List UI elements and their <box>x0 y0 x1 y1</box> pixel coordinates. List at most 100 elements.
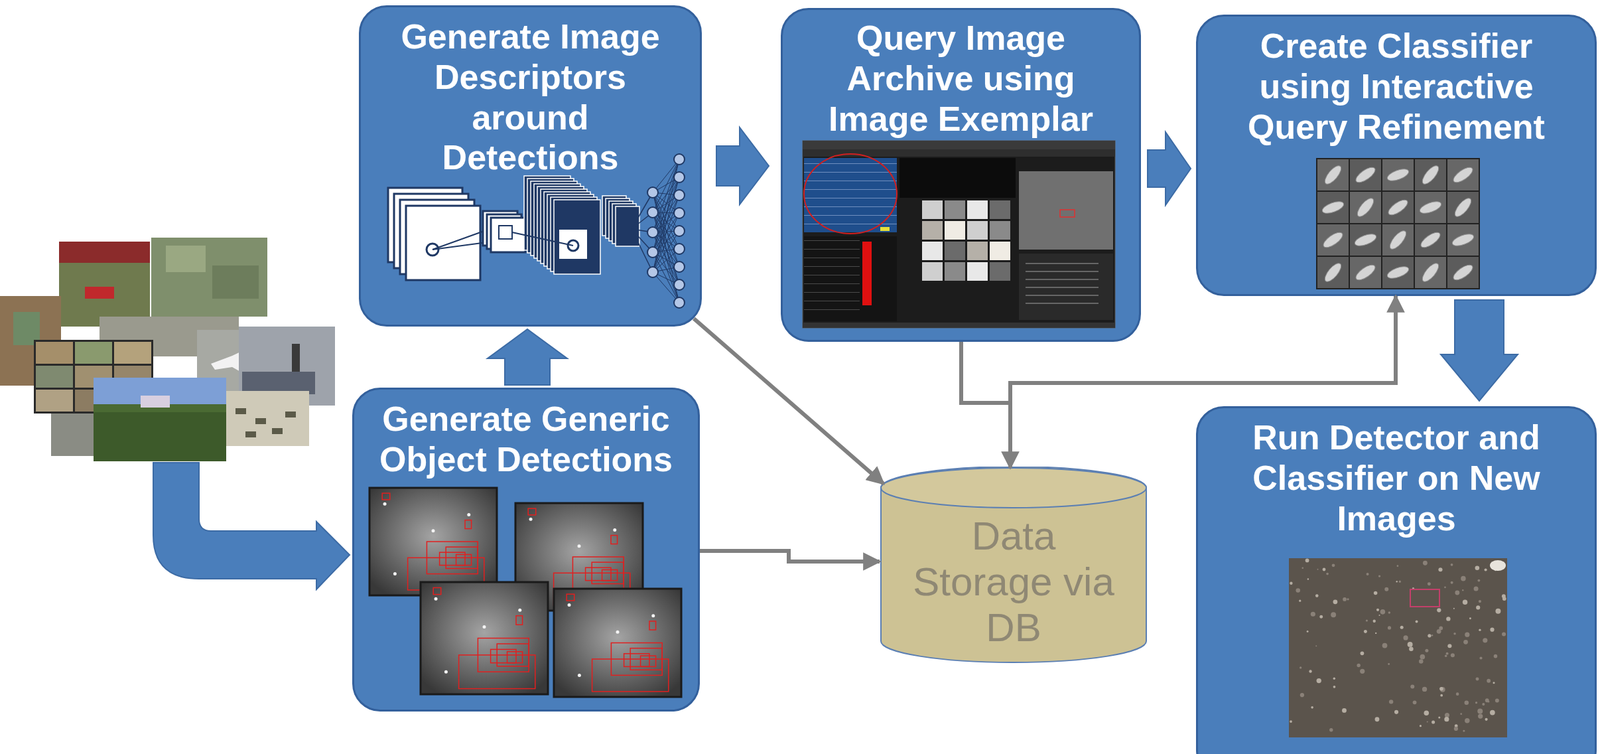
photo-tile <box>151 237 268 317</box>
pebble <box>1399 580 1401 583</box>
detection-box <box>610 535 618 544</box>
pebble <box>1463 639 1468 645</box>
feature-map <box>553 199 601 274</box>
pebble <box>1330 611 1336 617</box>
status-bar <box>802 322 1116 328</box>
pebble <box>1356 663 1360 667</box>
photo-detail <box>35 341 73 364</box>
detection-box <box>459 654 536 689</box>
pebble <box>1440 693 1443 697</box>
feature-map <box>405 205 481 280</box>
pebble <box>1462 729 1465 732</box>
result-thumbnail <box>922 262 943 281</box>
pebble <box>1446 652 1449 655</box>
photo-tile <box>59 241 150 327</box>
pebble <box>1389 699 1394 704</box>
table-row <box>803 189 897 190</box>
pebble <box>1396 580 1398 582</box>
flow-arrow <box>1147 132 1191 205</box>
photo-detail <box>242 371 316 395</box>
pebble <box>1366 572 1370 576</box>
menu-bar <box>802 140 1116 150</box>
pebble <box>1298 599 1301 602</box>
seafloor-frame <box>420 581 548 694</box>
pebble <box>1316 677 1322 683</box>
table-row <box>803 214 897 216</box>
fish-thumbnail <box>1349 191 1382 223</box>
pebble <box>1315 593 1319 598</box>
fish-shape <box>1451 164 1476 186</box>
fish-thumbnail <box>1414 191 1447 223</box>
neuron <box>647 246 659 258</box>
pebble <box>1454 590 1460 596</box>
neuron <box>647 206 659 218</box>
fish-thumbnail <box>1317 224 1349 256</box>
pebble <box>1464 632 1470 637</box>
pebble <box>1464 717 1470 723</box>
input-flow-arrow <box>153 462 350 590</box>
panel <box>899 157 1016 198</box>
pebble <box>1388 610 1392 614</box>
photo-detail <box>59 241 150 263</box>
fish-shape <box>1322 163 1344 187</box>
bright-spot <box>518 608 522 612</box>
pebble <box>1492 681 1495 684</box>
fish-shape <box>1418 229 1443 251</box>
fish-shape <box>1353 262 1378 283</box>
fish-thumbnail <box>1349 159 1382 191</box>
photo-detail <box>74 341 113 364</box>
seabed-image <box>1288 557 1508 737</box>
result-thumbnail <box>944 241 966 261</box>
process-label: Run Detector and Classifier on New Image… <box>1240 417 1553 538</box>
result-thumbnail <box>944 220 966 240</box>
fish-thumbnail <box>1382 224 1414 256</box>
pebble <box>1427 633 1431 637</box>
bright-spot <box>567 602 572 607</box>
pebble <box>1431 719 1435 724</box>
data-link <box>961 341 1011 468</box>
table-row <box>803 274 860 276</box>
bright-spot <box>651 613 655 617</box>
neuron <box>673 243 685 255</box>
pebble <box>1306 630 1309 633</box>
pebble <box>1484 567 1488 571</box>
info-line <box>1025 262 1099 265</box>
pebble <box>1378 574 1381 577</box>
fish-thumbnail <box>1382 191 1414 223</box>
fish-shape <box>1385 166 1411 184</box>
bright-spot <box>577 673 582 677</box>
flow-arrow <box>487 329 568 385</box>
pebble <box>1375 632 1377 634</box>
bright-spot <box>434 597 438 601</box>
pebble <box>1462 589 1464 591</box>
fish-thumbnail <box>1349 224 1382 256</box>
fish-thumbnail <box>1414 224 1447 256</box>
pebble <box>1333 685 1336 688</box>
fish-shape <box>1387 228 1409 252</box>
result-thumbnail <box>922 241 943 261</box>
pebble <box>1501 632 1506 637</box>
table-row <box>803 257 860 259</box>
pebble <box>1299 666 1302 668</box>
detection-box <box>602 569 618 580</box>
pebble <box>1501 593 1506 598</box>
feature-map <box>490 217 526 253</box>
database-cylinder: Data Storage via DB <box>879 466 1148 664</box>
bright-spot <box>444 669 448 674</box>
pebble <box>1387 625 1392 629</box>
neuron <box>673 297 685 308</box>
feature-map <box>558 228 588 260</box>
result-thumbnail <box>967 262 988 281</box>
cnn-illustration <box>388 153 685 308</box>
pebble <box>1379 614 1381 616</box>
pebble <box>1495 697 1500 702</box>
bright-spot <box>612 528 617 532</box>
pebble <box>1419 724 1422 727</box>
pebble <box>1410 684 1415 689</box>
data-link <box>699 550 880 562</box>
pebble <box>1420 654 1426 660</box>
pebble <box>1481 702 1485 706</box>
pebble <box>1422 560 1428 566</box>
input-image-collage <box>0 237 350 590</box>
photo-detail <box>35 365 73 388</box>
